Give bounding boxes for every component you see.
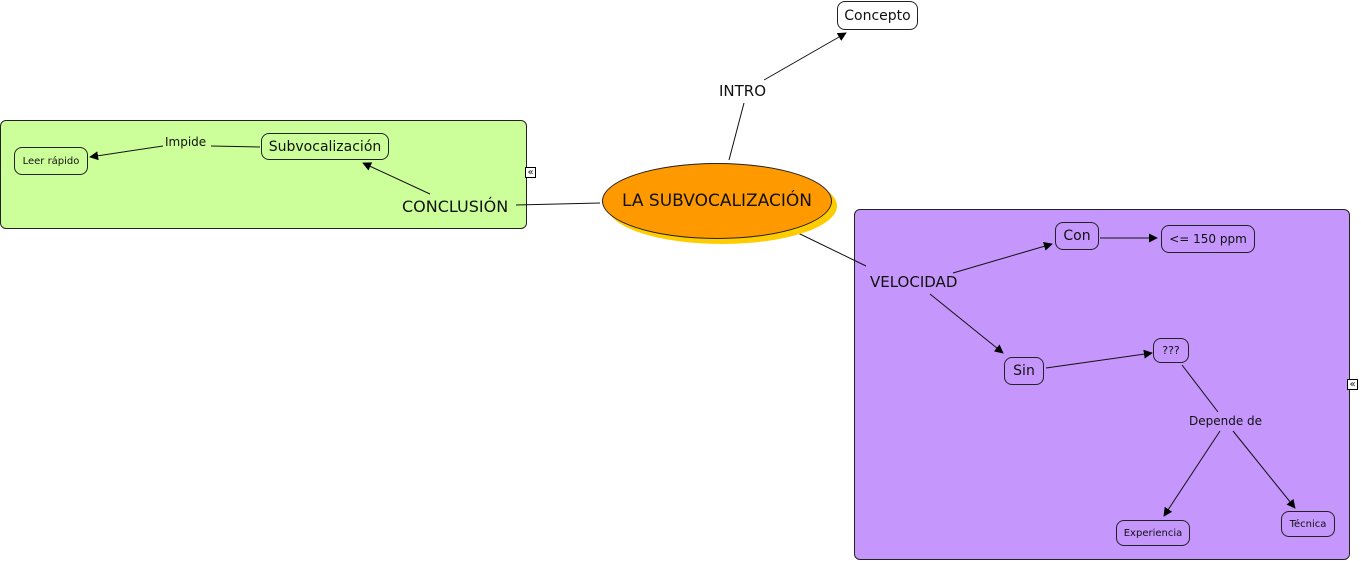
link-label-depende-de[interactable]: Depende de xyxy=(1187,414,1265,428)
link-depende-experiencia xyxy=(1163,430,1221,517)
concept-subvocalizacion[interactable]: Subvocalización xyxy=(261,133,389,160)
concept-sin[interactable]: Sin xyxy=(1004,357,1044,385)
concept-150-ppm[interactable]: <= 150 ppm xyxy=(1161,225,1255,253)
velocidad-group xyxy=(854,209,1350,560)
link-root-velocidad xyxy=(797,232,867,267)
link-velocidad-con xyxy=(952,241,1053,274)
link-intro-concepto xyxy=(763,32,847,81)
collapse-velocidad-icon[interactable]: « xyxy=(1347,379,1358,390)
link-label-conclusion[interactable]: CONCLUSIÓN xyxy=(400,197,511,216)
concept-experiencia[interactable]: Experiencia xyxy=(1116,520,1190,546)
concept-150-ppm-label: <= 150 ppm xyxy=(1169,232,1247,246)
link-root-intro xyxy=(728,102,745,161)
concept-tecnica[interactable]: Técnica xyxy=(1281,511,1335,537)
link-label-impide[interactable]: Impide xyxy=(163,135,209,149)
collapse-conclusion-icon[interactable]: « xyxy=(525,167,536,178)
link-root-conclusion xyxy=(515,202,601,206)
concept-tecnica-label: Técnica xyxy=(1289,518,1327,530)
link-label-velocidad[interactable]: VELOCIDAD xyxy=(868,273,960,291)
concept-leer-rapido-label: Leer rápido xyxy=(22,155,80,167)
root-concept-label: LA SUBVOCALIZACIÓN xyxy=(622,191,812,211)
concept-experiencia-label: Experiencia xyxy=(1123,527,1183,539)
link-depende-tecnica xyxy=(1232,430,1296,509)
concept-unknown-label: ??? xyxy=(1162,344,1180,357)
link-sin-unknown xyxy=(1045,349,1153,369)
concept-subvocalizacion-label: Subvocalización xyxy=(268,138,382,155)
link-impide-leerrapido xyxy=(89,145,164,161)
concept-con[interactable]: Con xyxy=(1055,222,1099,250)
link-velocidad-sin xyxy=(929,293,1004,354)
concept-leer-rapido[interactable]: Leer rápido xyxy=(14,147,88,175)
concept-con-label: Con xyxy=(1063,228,1091,244)
link-unknown-depende xyxy=(1181,364,1219,413)
link-label-intro[interactable]: INTRO xyxy=(719,82,767,100)
concept-concepto-label: Concepto xyxy=(844,7,911,24)
root-concept[interactable]: LA SUBVOCALIZACIÓN xyxy=(602,163,832,239)
concept-unknown[interactable]: ??? xyxy=(1153,338,1189,363)
link-subvocalizacion-impide xyxy=(210,145,261,148)
concept-sin-label: Sin xyxy=(1013,363,1035,379)
link-conclusion-subvocalizacion xyxy=(362,162,431,195)
concept-concepto[interactable]: Concepto xyxy=(837,1,918,30)
